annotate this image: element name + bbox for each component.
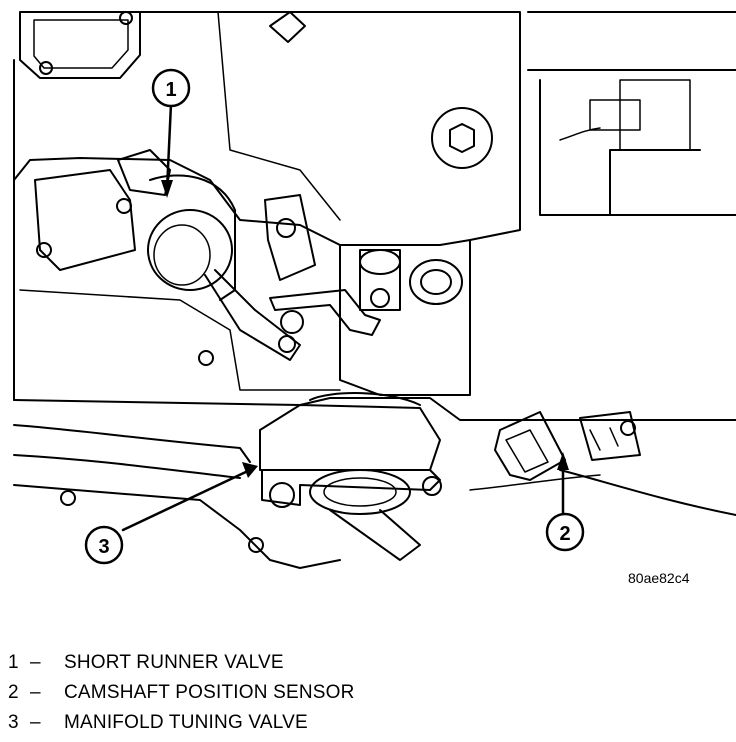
legend-separator: – <box>30 682 41 703</box>
lower-assembly-drawing <box>13 392 736 569</box>
callout-1-number: 1 <box>165 79 176 101</box>
legend-item-number: 2 <box>8 682 19 703</box>
callout-2-number: 2 <box>559 523 570 545</box>
callout-1: 1 <box>151 68 191 108</box>
intake-manifold-drawing <box>13 11 736 421</box>
legend-item-label: CAMSHAFT POSITION SENSOR <box>64 682 355 703</box>
legend: 1 – SHORT RUNNER VALVE 2 – CAMSHAFT POSI… <box>8 652 708 742</box>
legend-item-label: SHORT RUNNER VALVE <box>64 652 284 673</box>
legend-item-number: 1 <box>8 652 19 673</box>
figure-id-label: 80ae82c4 <box>628 570 690 586</box>
legend-item: 1 – SHORT RUNNER VALVE <box>8 652 708 682</box>
callout-3-number: 3 <box>98 536 109 558</box>
legend-item: 2 – CAMSHAFT POSITION SENSOR <box>8 682 708 712</box>
leader-lines <box>121 102 569 532</box>
callout-3: 3 <box>84 525 124 565</box>
legend-separator: – <box>30 652 41 673</box>
legend-item: 3 – MANIFOLD TUNING VALVE <box>8 712 708 742</box>
legend-item-label: MANIFOLD TUNING VALVE <box>64 712 308 733</box>
callout-2: 2 <box>545 512 585 552</box>
engine-illustration: 1 2 3 <box>13 11 736 569</box>
legend-item-number: 3 <box>8 712 19 733</box>
legend-separator: – <box>30 712 41 733</box>
